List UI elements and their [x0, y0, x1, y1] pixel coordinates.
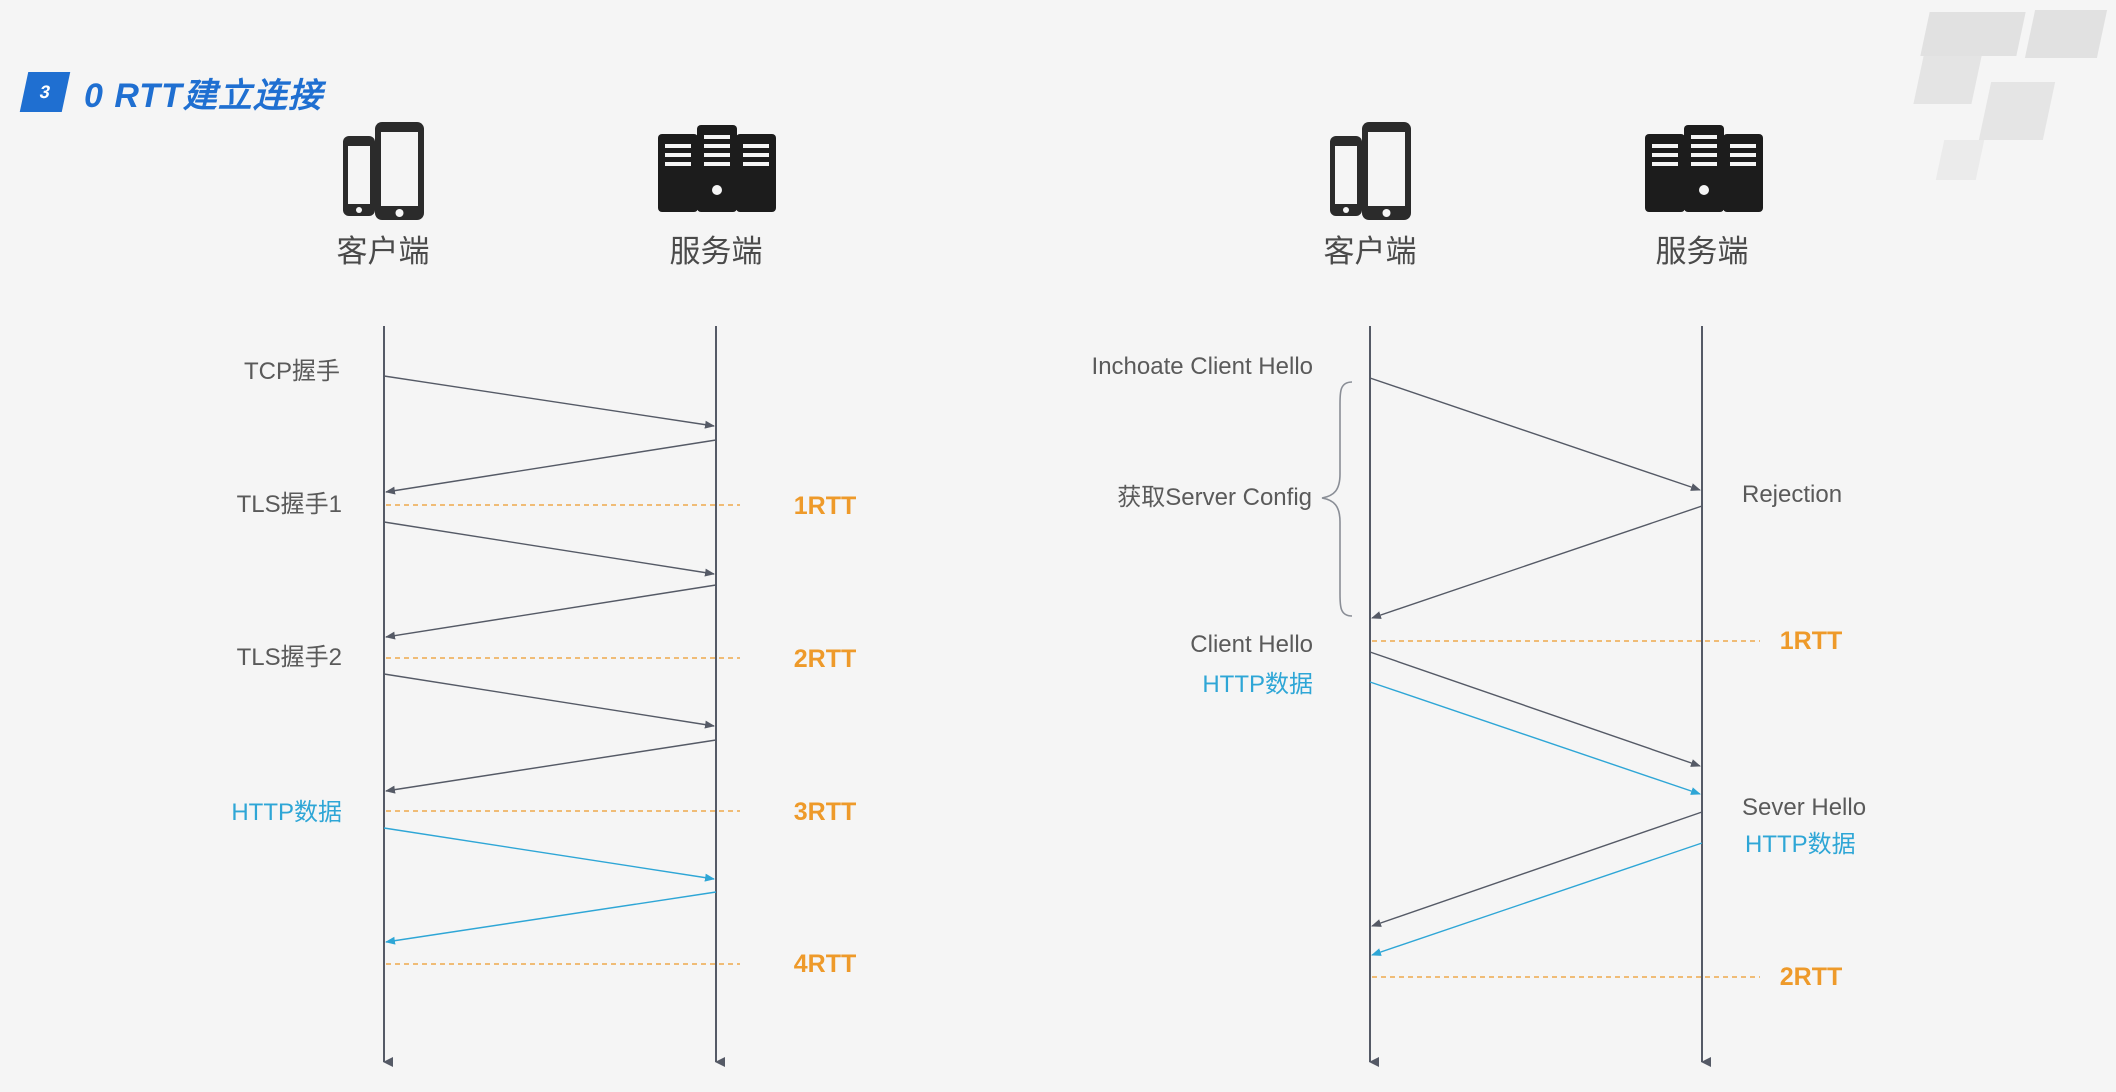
get-server-config-label: 获取Server Config — [1117, 484, 1312, 511]
left-diagram: 客户端 服务端 TCP握手 TLS握手1 TLS握手2 HTTP数据 — [231, 122, 857, 1067]
client-http-data-label: HTTP数据 — [1202, 671, 1313, 698]
rtt-label: 4RTT — [794, 950, 857, 978]
server-hello-arrow — [1371, 811, 1703, 927]
http-response-arrow — [385, 891, 717, 945]
client-label: 客户端 — [337, 234, 430, 269]
smartphones-icon — [343, 122, 424, 220]
server-label: 服务端 — [670, 234, 763, 269]
client-label: 客户端 — [1324, 234, 1417, 269]
rtt-label: 1RTT — [1780, 627, 1843, 655]
rtt-label: 2RTT — [794, 645, 857, 673]
client-hello-label: Client Hello — [1190, 631, 1313, 658]
rejection-label: Rejection — [1742, 481, 1842, 508]
client-hello-arrow — [1369, 651, 1701, 767]
rejection-arrow — [1371, 505, 1703, 619]
server-label: 服务端 — [1656, 234, 1749, 269]
inchoate-hello-arrow — [1369, 377, 1701, 491]
client-http-arrow — [1369, 681, 1701, 795]
http-data-label: HTTP数据 — [231, 799, 342, 826]
tcp-syn-arrow — [383, 375, 715, 429]
smartphones-icon — [1330, 122, 1411, 220]
server-http-data-label: HTTP数据 — [1745, 831, 1856, 858]
server-http-arrow — [1371, 842, 1703, 956]
rtt-label: 3RTT — [794, 798, 857, 826]
page-title: 0 RTT建立连接 — [84, 76, 323, 115]
server-config-brace — [1321, 381, 1353, 617]
tls2-request-arrow — [383, 673, 715, 729]
server-rack-icon — [658, 125, 776, 212]
rtt-label: 2RTT — [1780, 963, 1843, 991]
slide-title: 3 0 RTT建立连接 — [19, 68, 323, 116]
tls1-response-arrow — [385, 584, 717, 640]
tls-handshake2-label: TLS握手2 — [237, 644, 342, 671]
tls-handshake1-label: TLS握手1 — [237, 491, 342, 518]
right-diagram: 客户端 服务端 Inchoate Client Hello 获取Server C… — [1092, 122, 1866, 1067]
tcp-synack-arrow — [385, 439, 717, 495]
tls1-request-arrow — [383, 521, 715, 577]
http-request-arrow — [383, 827, 715, 882]
server-hello-label: Sever Hello — [1742, 794, 1866, 821]
inchoate-hello-label: Inchoate Client Hello — [1092, 353, 1313, 380]
server-rack-icon — [1645, 125, 1763, 212]
rtt-label: 1RTT — [794, 492, 857, 520]
tls2-response-arrow — [385, 739, 717, 794]
tcp-handshake-label: TCP握手 — [244, 358, 340, 385]
